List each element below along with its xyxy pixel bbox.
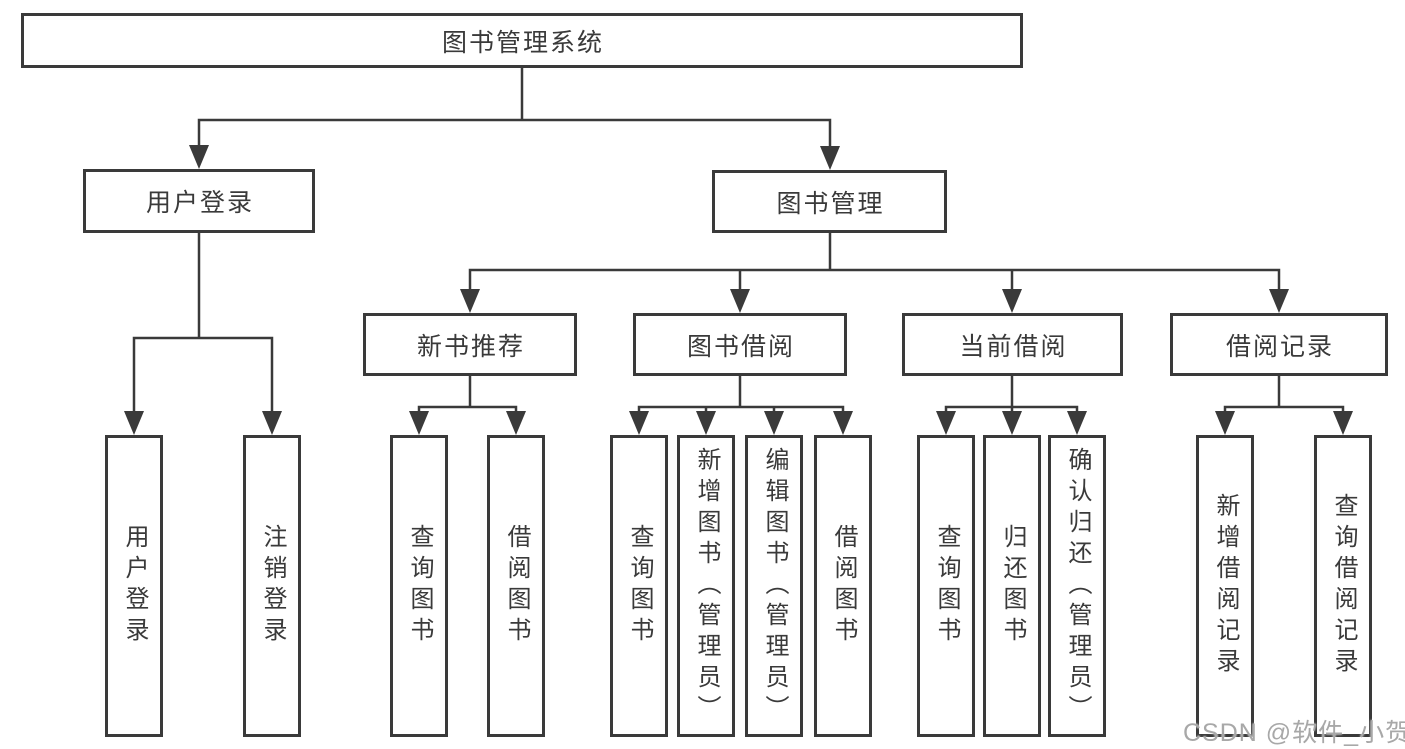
node-borrow-book-leaf: 借阅图书 [814,435,872,737]
node-book-management: 图书管理 [712,170,947,233]
node-user-login-leaf: 用户登录 [105,435,163,737]
node-add-book-admin: 新增图书（管理员） [677,435,735,737]
arrowheads [124,145,1353,435]
csdn-watermark: CSDN @软件_小贺同学 [1183,719,1405,747]
node-current-borrowing: 当前借阅 [902,313,1123,376]
node-logout-login: 注销登录 [243,435,301,737]
node-user-login: 用户登录 [83,169,315,233]
node-query-book-recommend: 查询图书 [390,435,448,737]
node-query-book-current: 查询图书 [917,435,975,737]
node-borrow-book-recommend: 借阅图书 [487,435,545,737]
node-confirm-return-admin: 确认归还（管理员） [1048,435,1106,737]
node-library-management-system: 图书管理系统 [21,13,1023,68]
node-query-borrow-record: 查询借阅记录 [1314,435,1372,737]
node-return-book: 归还图书 [983,435,1041,737]
node-query-book-borrow: 查询图书 [610,435,668,737]
node-add-borrow-record: 新增借阅记录 [1196,435,1254,737]
node-borrowing-records: 借阅记录 [1170,313,1388,376]
node-book-borrowing: 图书借阅 [633,313,847,376]
node-edit-book-admin: 编辑图书（管理员） [745,435,803,737]
node-new-book-recommend: 新书推荐 [363,313,577,376]
